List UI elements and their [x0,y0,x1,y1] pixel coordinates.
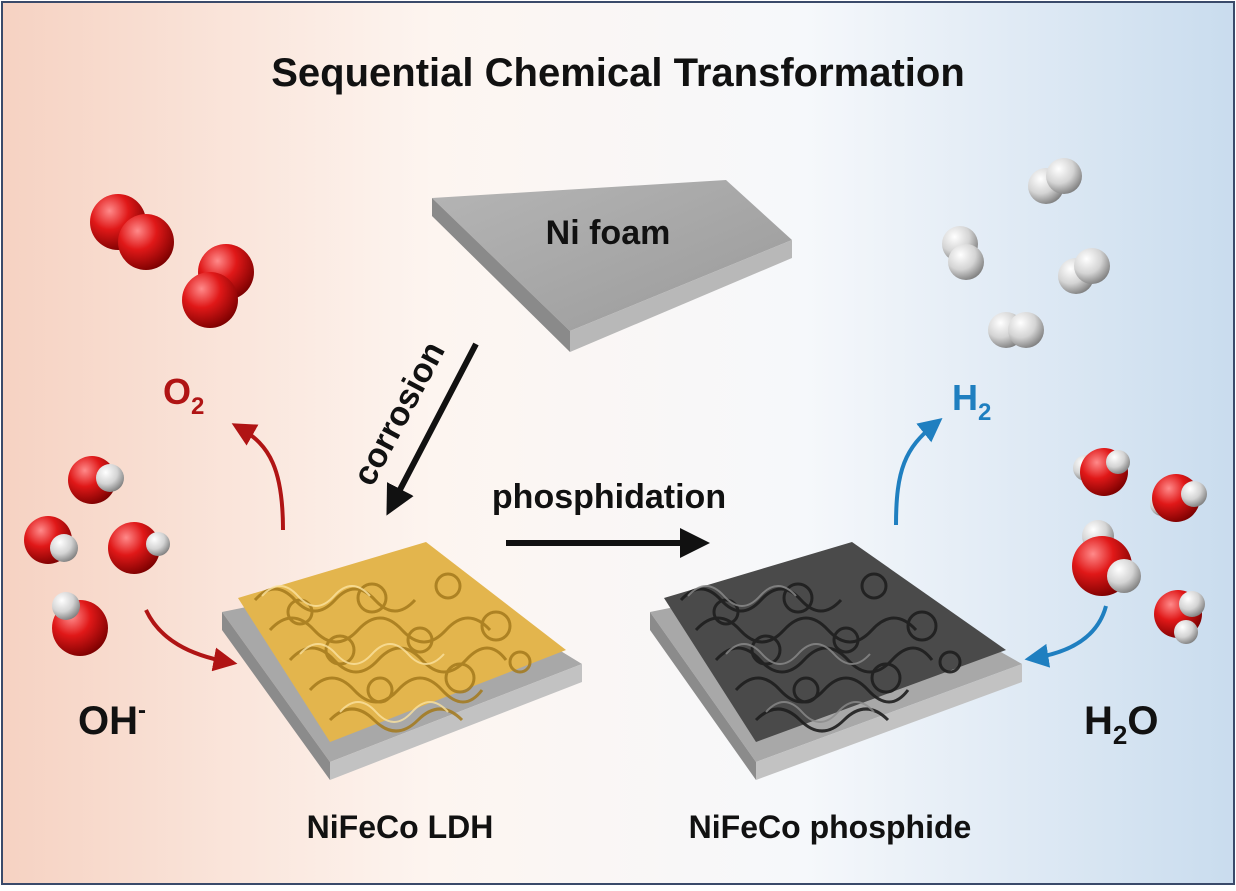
h2o-molecule [1073,448,1130,496]
oh-molecule [24,516,78,564]
h2o-label-sub: 2 [1113,720,1127,750]
phosphidation-label: phosphidation [492,478,726,516]
ldh-sample [222,542,582,780]
phosphide-sample [650,542,1022,780]
h2o-molecule [1150,474,1207,522]
h2-molecule [942,226,984,280]
diagram-title: Sequential Chemical Transformation [271,51,965,95]
h2o-molecule [1154,590,1205,644]
h2o-molecule [1072,520,1141,596]
h2-molecule [1058,248,1110,294]
h2o-label-tail: O [1127,699,1158,743]
h2-label-base: H [952,377,978,418]
h2-release-arrow [894,418,943,526]
oh-molecule [108,522,170,574]
ni-foam-slab [432,180,792,352]
oh-label: OH- [78,697,146,743]
oh-inflow-arrow [144,609,238,672]
o2-label: O2 [163,371,204,420]
h2-label: H2 [952,377,991,426]
h2-molecule [988,312,1044,348]
o2-label-sub: 2 [191,393,204,420]
o2-label-base: O [163,371,191,412]
corrosion-arrow [386,342,479,516]
h2-molecule [1028,158,1082,204]
h2-label-sub: 2 [978,399,991,426]
o2-molecule [90,194,174,270]
phosphide-label: NiFeCo phosphide [689,809,972,845]
h2o-inflow-arrow [1024,605,1108,668]
o2-molecule [182,244,254,328]
ldh-label: NiFeCo LDH [307,809,494,845]
oh-label-sup: - [138,697,146,724]
h2o-label-base: H [1084,699,1113,743]
oh-molecule [52,592,108,656]
oh-label-base: OH [78,699,138,743]
oh-molecule [68,456,124,504]
h2o-label: H2O [1084,699,1158,750]
o2-release-arrow [231,423,285,531]
ni-foam-label: Ni foam [546,214,671,252]
